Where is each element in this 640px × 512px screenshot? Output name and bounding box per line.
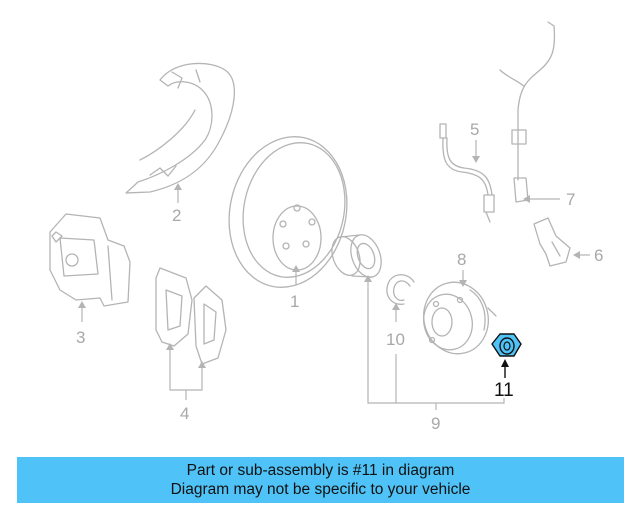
arrow-7 xyxy=(523,195,530,203)
banner-line-2: Diagram may not be specific to your vehi… xyxy=(170,481,471,498)
info-banner: Part or sub-assembly is #11 in diagram D… xyxy=(17,457,624,503)
brake-hose xyxy=(439,123,495,223)
wheel-bearing xyxy=(331,234,382,278)
arrow-4b xyxy=(198,361,206,368)
splash-shield xyxy=(125,62,235,194)
leader-4 xyxy=(169,350,203,400)
arrow-11 xyxy=(501,359,509,367)
axle-nut-highlighted xyxy=(491,333,522,357)
callout-6: 6 xyxy=(594,246,603,265)
arrow-4a xyxy=(166,343,174,350)
wheel-speed-sensor xyxy=(533,217,571,267)
parts-diagram: 2 1 3 4 5 xyxy=(49,21,603,433)
snap-ring xyxy=(386,274,415,305)
sensor-wire xyxy=(499,21,556,203)
wheel-hub xyxy=(423,281,497,355)
callout-7: 7 xyxy=(566,190,575,209)
callout-1: 1 xyxy=(290,292,299,311)
arrow-2 xyxy=(174,183,182,190)
brake-disc xyxy=(228,136,348,288)
callout-8: 8 xyxy=(457,250,466,269)
arrow-8 xyxy=(459,280,467,287)
callout-3: 3 xyxy=(76,328,85,347)
arrow-6 xyxy=(573,251,580,259)
callout-5: 5 xyxy=(470,120,479,139)
arrow-3 xyxy=(78,301,86,308)
callout-10: 10 xyxy=(386,330,405,349)
callout-9: 9 xyxy=(431,414,440,433)
callout-2: 2 xyxy=(172,206,181,225)
banner-line-1: Part or sub-assembly is #11 in diagram xyxy=(186,462,455,479)
arrow-10 xyxy=(392,303,400,310)
arrow-5 xyxy=(472,156,480,163)
arrow-1 xyxy=(292,265,300,272)
callout-11: 11 xyxy=(494,380,514,401)
brake-caliper xyxy=(49,213,131,307)
leader-9 xyxy=(367,282,505,410)
callout-4: 4 xyxy=(180,404,189,423)
arrow-9 xyxy=(364,275,372,282)
brake-pads xyxy=(155,267,227,365)
